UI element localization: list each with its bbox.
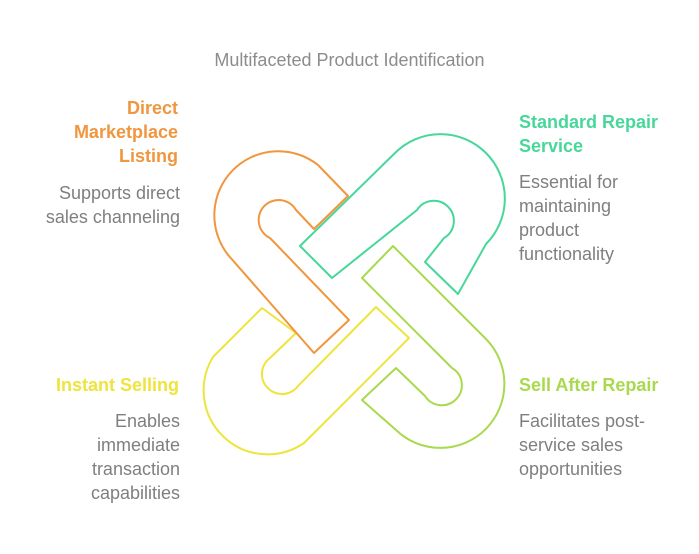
- item-description-standard-repair-service: Essential for maintaining product functi…: [519, 172, 619, 264]
- knot-link-direct-marketplace-listing: [213, 150, 350, 354]
- item-heading-direct-marketplace-listing: Direct Marketplace Listing: [73, 98, 178, 166]
- item-description-instant-selling: Enables immediate transaction capabiliti…: [90, 411, 180, 503]
- item-heading-standard-repair-service: Standard Repair Service: [519, 112, 659, 156]
- diagram-title: Multifaceted Product Identification: [214, 50, 485, 70]
- item-description-sell-after-repair: Facilitates post-service sales opportuni…: [519, 411, 646, 479]
- item-description-direct-marketplace-listing: Supports direct sales channeling: [45, 183, 180, 227]
- knot-link-standard-repair-service: [299, 133, 506, 295]
- knot-link-sell-after-repair: [361, 245, 506, 449]
- knot-link-instant-selling: [202, 306, 410, 456]
- item-heading-sell-after-repair: Sell After Repair: [519, 375, 659, 395]
- item-heading-instant-selling: Instant Selling: [55, 375, 179, 395]
